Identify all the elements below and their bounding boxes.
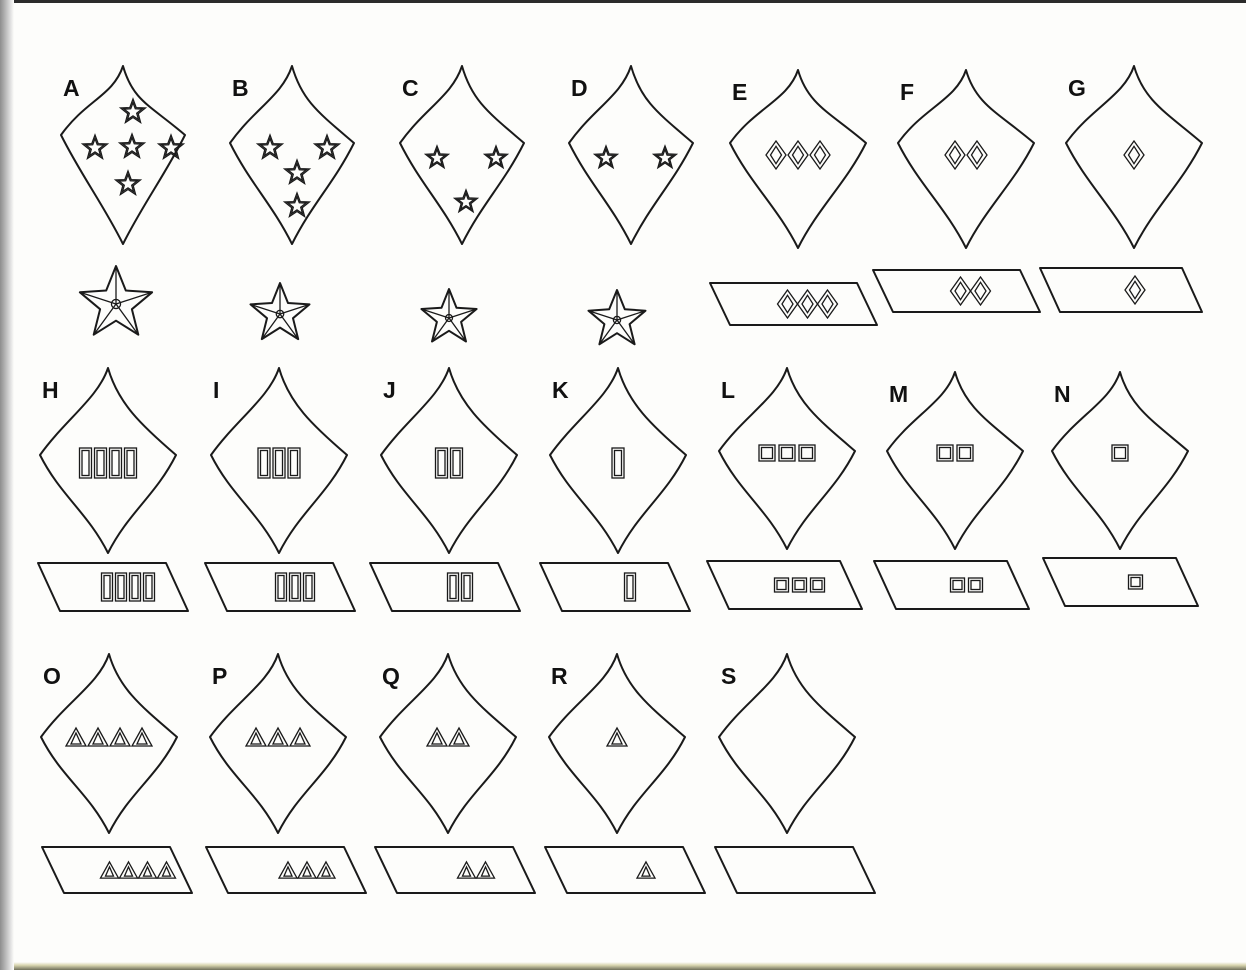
badge-a: A: [61, 66, 185, 244]
cuff-outline-n: [1043, 558, 1198, 606]
badge-m: M: [887, 372, 1023, 549]
cuff-tab-k: [540, 563, 690, 611]
collar-patch-s: [719, 654, 855, 833]
badge-c: C: [400, 66, 524, 244]
collar-patch-e: [730, 70, 866, 248]
collar-patch-q: [380, 654, 516, 833]
cuff-outline-k: [540, 563, 690, 611]
badge-letter-n: N: [1054, 381, 1071, 407]
collar-patch-j: [381, 368, 517, 553]
cuff-tab-n: [1043, 558, 1198, 606]
badge-q: Q: [380, 654, 516, 833]
badge-e: E: [730, 70, 866, 248]
page-bottom-edge: [0, 962, 1246, 970]
badge-n: N: [1052, 372, 1188, 549]
cuff-outline-o: [42, 847, 192, 893]
badge-letter-d: D: [571, 75, 588, 101]
cuff-outline-l: [707, 561, 862, 609]
cuff-tab-p: [206, 847, 366, 893]
badge-letter-j: J: [383, 377, 396, 403]
badge-r: R: [549, 654, 685, 833]
badge-letter-m: M: [889, 381, 908, 407]
badge-i: I: [211, 368, 347, 553]
badge-p: P: [210, 654, 346, 833]
badge-d: D: [569, 66, 693, 244]
collar-patch-h: [40, 368, 176, 553]
badge-letter-b: B: [232, 75, 249, 101]
cuff-tab-q: [375, 847, 535, 893]
badge-letter-q: Q: [382, 663, 400, 689]
collar-patch-i: [211, 368, 347, 553]
cuff-tab-r: [545, 847, 705, 893]
badge-letter-c: C: [402, 75, 419, 101]
badge-letter-i: I: [213, 377, 219, 403]
cuff-star-c: [421, 289, 476, 342]
cuff-outline-q: [375, 847, 535, 893]
cuff-outline-s: [715, 847, 875, 893]
badge-letter-h: H: [42, 377, 59, 403]
badge-letter-o: O: [43, 663, 61, 689]
badge-letter-s: S: [721, 663, 736, 689]
badge-letter-k: K: [552, 377, 569, 403]
cuff-tab-l: [707, 561, 862, 609]
large-star-a-ridge: [80, 292, 116, 304]
collar-patch-f: [898, 70, 1034, 248]
cuff-tab-o: [42, 847, 192, 893]
badge-b: B: [230, 66, 354, 244]
collar-patch-o: [41, 654, 177, 833]
cuff-star-a: [80, 266, 152, 335]
badge-o: O: [41, 654, 177, 833]
cuff-star-d: [589, 290, 646, 344]
badge-letter-p: P: [212, 663, 227, 689]
cuff-outline-r: [545, 847, 705, 893]
cuff-outline-j: [370, 563, 520, 611]
cuff-tab-m: [874, 561, 1029, 609]
badge-l: L: [719, 368, 855, 549]
badge-letter-g: G: [1068, 75, 1086, 101]
cuff-tab-s: [715, 847, 875, 893]
badge-s: S: [719, 654, 855, 833]
badge-h: H: [40, 368, 176, 553]
cuff-outline-f: [873, 270, 1040, 312]
large-star-a-ridge: [116, 292, 152, 304]
cuff-star-b: [251, 283, 310, 339]
badge-letter-a: A: [63, 75, 80, 101]
badge-j: J: [381, 368, 517, 553]
cuff-outline-g: [1040, 268, 1202, 312]
badge-k: K: [550, 368, 686, 553]
badge-f: F: [898, 70, 1034, 248]
cuff-tab-g: [1040, 268, 1202, 312]
cuff-outline-m: [874, 561, 1029, 609]
badge-letter-e: E: [732, 79, 747, 105]
badge-g: G: [1066, 66, 1202, 248]
badge-letter-l: L: [721, 377, 735, 403]
cuff-outline-i: [205, 563, 355, 611]
collar-patch-g: [1066, 66, 1202, 248]
cuff-tab-f: [873, 270, 1040, 312]
cuff-tab-h: [38, 563, 188, 611]
badge-letter-f: F: [900, 79, 914, 105]
cuff-tab-j: [370, 563, 520, 611]
cuff-tab-e: [710, 283, 877, 325]
collar-patch-k: [550, 368, 686, 553]
badge-letter-r: R: [551, 663, 568, 689]
cuff-tab-i: [205, 563, 355, 611]
